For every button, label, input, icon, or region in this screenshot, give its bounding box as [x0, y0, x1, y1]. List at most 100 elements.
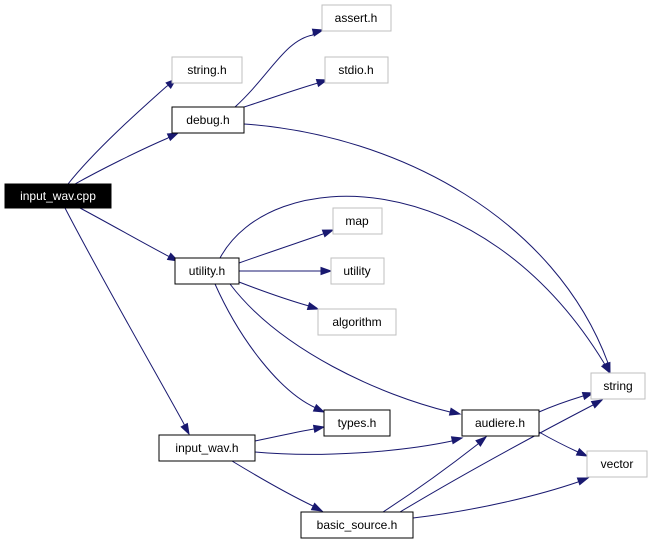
- node-assert-h-box: [321, 4, 392, 32]
- node-string-h-label: string.h: [187, 63, 226, 77]
- edge-input-wav-cpp-to-string-h: [67, 78, 178, 185]
- node-map[interactable]: map: [332, 207, 383, 235]
- edge-line: [238, 281, 310, 307]
- node-input-wav-h-box: [158, 434, 256, 462]
- node-types-h-box: [323, 409, 391, 437]
- edge-input-wav-h-to-types-h: [254, 424, 326, 442]
- edge-input-wav-cpp-to-utility-h: [79, 207, 180, 262]
- node-string-h[interactable]: string.h: [171, 56, 243, 84]
- arrowhead-icon: [321, 229, 335, 238]
- arrowhead-icon: [166, 132, 180, 142]
- edge-utility-h-to-algorithm: [238, 281, 320, 311]
- edge-debug-h-to-string: [243, 123, 611, 375]
- node-input-wav-cpp-label: input_wav.cpp: [20, 189, 96, 203]
- node-utility-h-label: utility.h: [189, 264, 225, 278]
- arrowhead-icon: [600, 361, 611, 375]
- edge-line-tail: [577, 481, 579, 483]
- edge-line: [64, 207, 185, 425]
- node-basic-source-h[interactable]: basic_source.h: [300, 511, 414, 539]
- arrowhead-icon: [448, 407, 462, 416]
- node-algorithm[interactable]: algorithm: [317, 308, 397, 336]
- edge-utility-h-to-audiere-h: [229, 283, 462, 416]
- node-debug-h-label: debug.h: [186, 113, 229, 127]
- arrowhead-icon: [311, 28, 325, 37]
- arrowhead-icon: [180, 422, 190, 436]
- node-stdio-h-label: stdio.h: [338, 63, 373, 77]
- arrowhead-icon: [312, 424, 326, 433]
- edge-line: [382, 443, 479, 513]
- edge-debug-h-to-stdio-h: [243, 79, 329, 108]
- node-input-wav-cpp-box: [4, 183, 112, 209]
- node-algorithm-box: [317, 308, 397, 336]
- node-stdio-h[interactable]: stdio.h: [324, 56, 389, 84]
- node-string-box: [590, 372, 646, 400]
- node-utility-label: utility: [343, 264, 370, 278]
- node-string-h-box: [171, 56, 243, 84]
- node-basic-source-h-box: [300, 511, 414, 539]
- edge-line-tail: [167, 136, 170, 139]
- edge-input-wav-h-to-basic-source-h: [231, 460, 324, 512]
- edge-audiere-h-to-vector: [538, 431, 589, 457]
- edge-line: [238, 233, 324, 264]
- node-stdio-h-box: [324, 56, 389, 84]
- node-vector-box: [586, 450, 648, 478]
- edge-line: [243, 123, 609, 364]
- node-input-wav-cpp[interactable]: input_wav.cpp: [4, 183, 112, 209]
- edge-line: [219, 195, 605, 364]
- edge-line: [254, 428, 315, 442]
- edge-audiere-h-to-string: [538, 392, 595, 413]
- edge-line: [399, 404, 594, 513]
- node-map-box: [332, 207, 383, 235]
- edge-line: [538, 395, 584, 413]
- edge-input-wav-h-to-audiere-h: [254, 436, 464, 455]
- node-debug-h-box: [171, 106, 245, 134]
- edge-line: [214, 283, 317, 409]
- arrowhead-icon: [310, 502, 324, 512]
- edge-line: [243, 82, 319, 108]
- edge-input-wav-cpp-to-debug-h: [74, 132, 180, 185]
- edge-line: [234, 34, 314, 108]
- edge-line: [254, 440, 453, 455]
- node-input-wav-h[interactable]: input_wav.h: [158, 434, 256, 462]
- edge-line: [231, 460, 314, 507]
- node-vector-label: vector: [601, 457, 634, 471]
- edge-basic-source-h-to-audiere-h: [382, 436, 488, 513]
- edge-line: [74, 137, 169, 185]
- node-string-label: string: [603, 379, 632, 393]
- edge-utility-h-to-types-h: [214, 283, 326, 413]
- node-types-h-label: types.h: [338, 416, 377, 430]
- arrowhead-icon: [320, 266, 333, 276]
- node-assert-h[interactable]: assert.h: [321, 4, 392, 32]
- node-types-h[interactable]: types.h: [323, 409, 391, 437]
- edge-basic-source-h-to-string: [399, 399, 604, 513]
- node-utility-h[interactable]: utility.h: [174, 257, 240, 285]
- node-audiere-h-label: audiere.h: [475, 416, 525, 430]
- arrowhead-icon: [450, 436, 464, 445]
- edge-line-tail: [322, 233, 324, 235]
- node-utility[interactable]: utility: [330, 257, 385, 285]
- edge-line: [67, 85, 168, 185]
- edge-basic-source-h-to-vector: [412, 477, 590, 519]
- edge-utility-h-to-string: [219, 195, 611, 375]
- arrowhead-icon: [576, 477, 590, 486]
- edge-line: [412, 481, 579, 519]
- arrowhead-icon: [575, 447, 589, 457]
- edge-input-wav-cpp-to-input-wav-h: [64, 207, 190, 436]
- edge-utility-h-to-map: [238, 229, 335, 264]
- node-assert-h-label: assert.h: [335, 11, 378, 25]
- edge-line: [229, 283, 451, 413]
- node-string[interactable]: string: [590, 372, 646, 400]
- node-utility-box: [330, 257, 385, 285]
- node-debug-h[interactable]: debug.h: [171, 106, 245, 134]
- edge-debug-h-to-assert-h: [234, 28, 325, 108]
- node-map-label: map: [345, 214, 369, 228]
- node-audiere-h-box: [461, 409, 540, 437]
- edge-utility-h-to-utility: [238, 266, 333, 276]
- edge-line: [538, 431, 579, 453]
- arrowhead-icon: [590, 399, 604, 409]
- edge-line-tail: [603, 362, 606, 365]
- node-vector[interactable]: vector: [586, 450, 648, 478]
- node-audiere-h[interactable]: audiere.h: [461, 409, 540, 437]
- nodes-layer: input_wav.cpp string.h debug.h assert.h …: [4, 4, 648, 539]
